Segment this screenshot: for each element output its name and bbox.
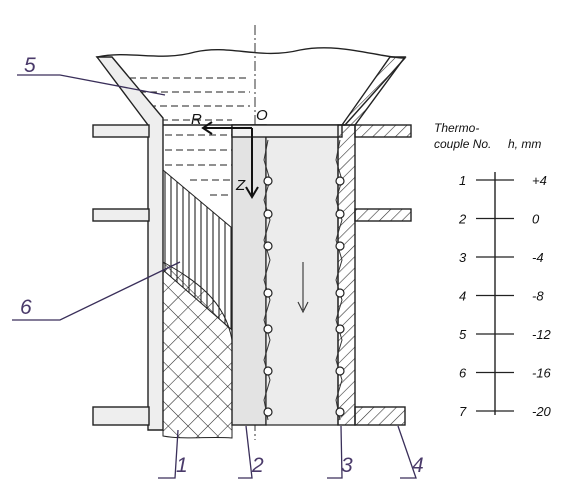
mould-wall xyxy=(337,124,356,426)
callout-leaders xyxy=(12,74,417,479)
thermocouple-number: 7 xyxy=(459,404,467,419)
thermocouple-number: 5 xyxy=(459,327,467,342)
height-value: -4 xyxy=(532,250,544,265)
r-axis-label: R xyxy=(191,111,202,128)
callout-5: 5 xyxy=(24,54,36,77)
thermocouple-junctions xyxy=(263,176,345,417)
left-flange-top xyxy=(92,124,150,138)
scale-rows: 1 +4 2 0 3 -4 4 -8 5 -12 6 -16 7 -20 xyxy=(458,173,552,419)
thermocouple-number: 3 xyxy=(459,250,467,265)
left-flange-mid xyxy=(92,208,150,222)
r-axis-arrow xyxy=(201,121,252,135)
thermocouple-number: 4 xyxy=(459,289,466,304)
right-flange-bottom xyxy=(354,406,406,426)
scale-header-line1: Thermo- xyxy=(434,121,479,135)
scale-header-line2: couple No. xyxy=(434,137,491,151)
thermocouple-number: 2 xyxy=(458,212,467,227)
scale-header-h: h, mm xyxy=(508,137,541,151)
thermocouple-number: 6 xyxy=(459,366,467,381)
z-axis-label: Z xyxy=(235,177,246,194)
callout-2: 2 xyxy=(251,454,264,477)
height-value: -16 xyxy=(532,366,552,381)
height-value: -8 xyxy=(532,289,544,304)
right-flange-top xyxy=(354,124,412,138)
z-axis-arrow xyxy=(245,128,259,199)
mould-cavity xyxy=(265,136,339,426)
callout-6: 6 xyxy=(20,296,32,319)
callout-4: 4 xyxy=(412,454,424,477)
height-value: -20 xyxy=(532,404,552,419)
left-funnel-wall xyxy=(95,56,164,431)
height-value: +4 xyxy=(532,173,547,188)
callout-1: 1 xyxy=(176,454,188,477)
origin-label: O xyxy=(256,107,268,124)
right-flange-mid xyxy=(354,208,412,222)
top-cover xyxy=(231,124,343,138)
left-flange-bottom xyxy=(92,406,150,426)
callout-3: 3 xyxy=(341,454,353,477)
height-value: -12 xyxy=(532,327,552,342)
thermocouple-sleeve xyxy=(231,124,267,426)
height-value: 0 xyxy=(532,212,540,227)
casting-direction-arrow xyxy=(297,262,309,314)
thermocouple-number: 1 xyxy=(459,173,466,188)
